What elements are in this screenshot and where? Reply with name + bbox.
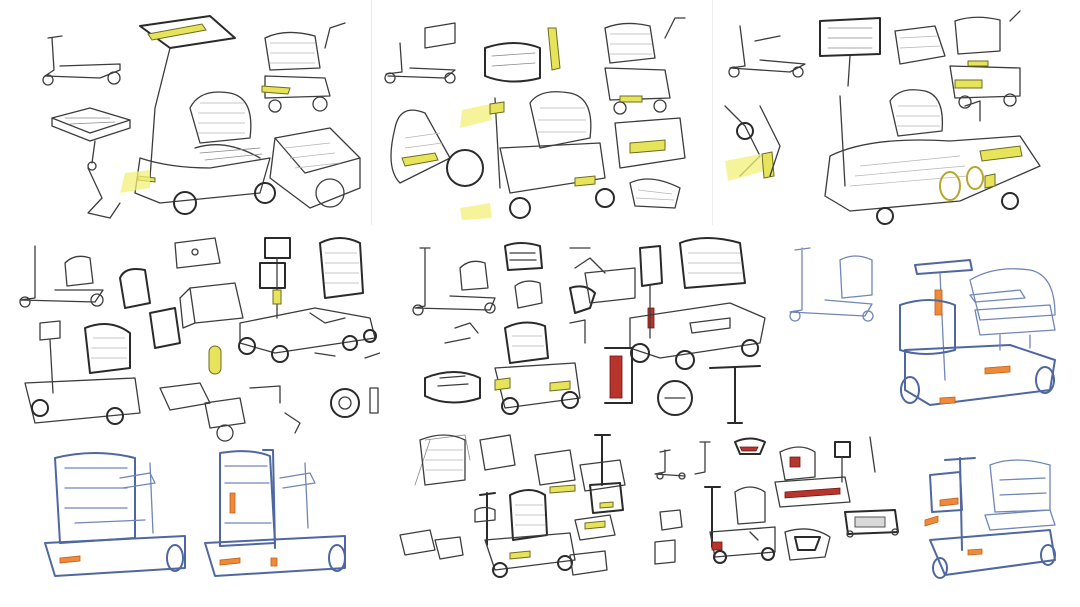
sketch-group-bottom-center [395,425,635,590]
scooter-sketch-image [44,449,346,577]
scooter-sketch-image [42,15,361,219]
scooter-sketch-image [19,237,380,442]
scooter-sketch-image [924,457,1056,579]
scooter-sketch-image [654,436,899,565]
sketch-group-middle-right [780,240,1075,430]
scooter-sketch-image [412,237,766,424]
scooter-sketch-image [724,10,1041,225]
sheet-divider [712,0,713,225]
sketch-group-bottom-right [920,450,1070,590]
sketch-group-middle-left [15,228,380,443]
sketch-group-top-center [380,8,705,220]
sketch-group-middle-center [410,228,770,428]
sheet-divider [371,0,372,225]
sketch-group-top-right [720,6,1060,226]
scooter-sketch-image [399,434,626,578]
sketch-group-bottom-left [35,448,360,588]
sketch-group-bottom-mid-right [650,432,905,582]
scooter-sketch-image [789,247,1056,406]
scooter-sketch-image [384,17,686,220]
sketch-group-top-left [30,8,365,226]
